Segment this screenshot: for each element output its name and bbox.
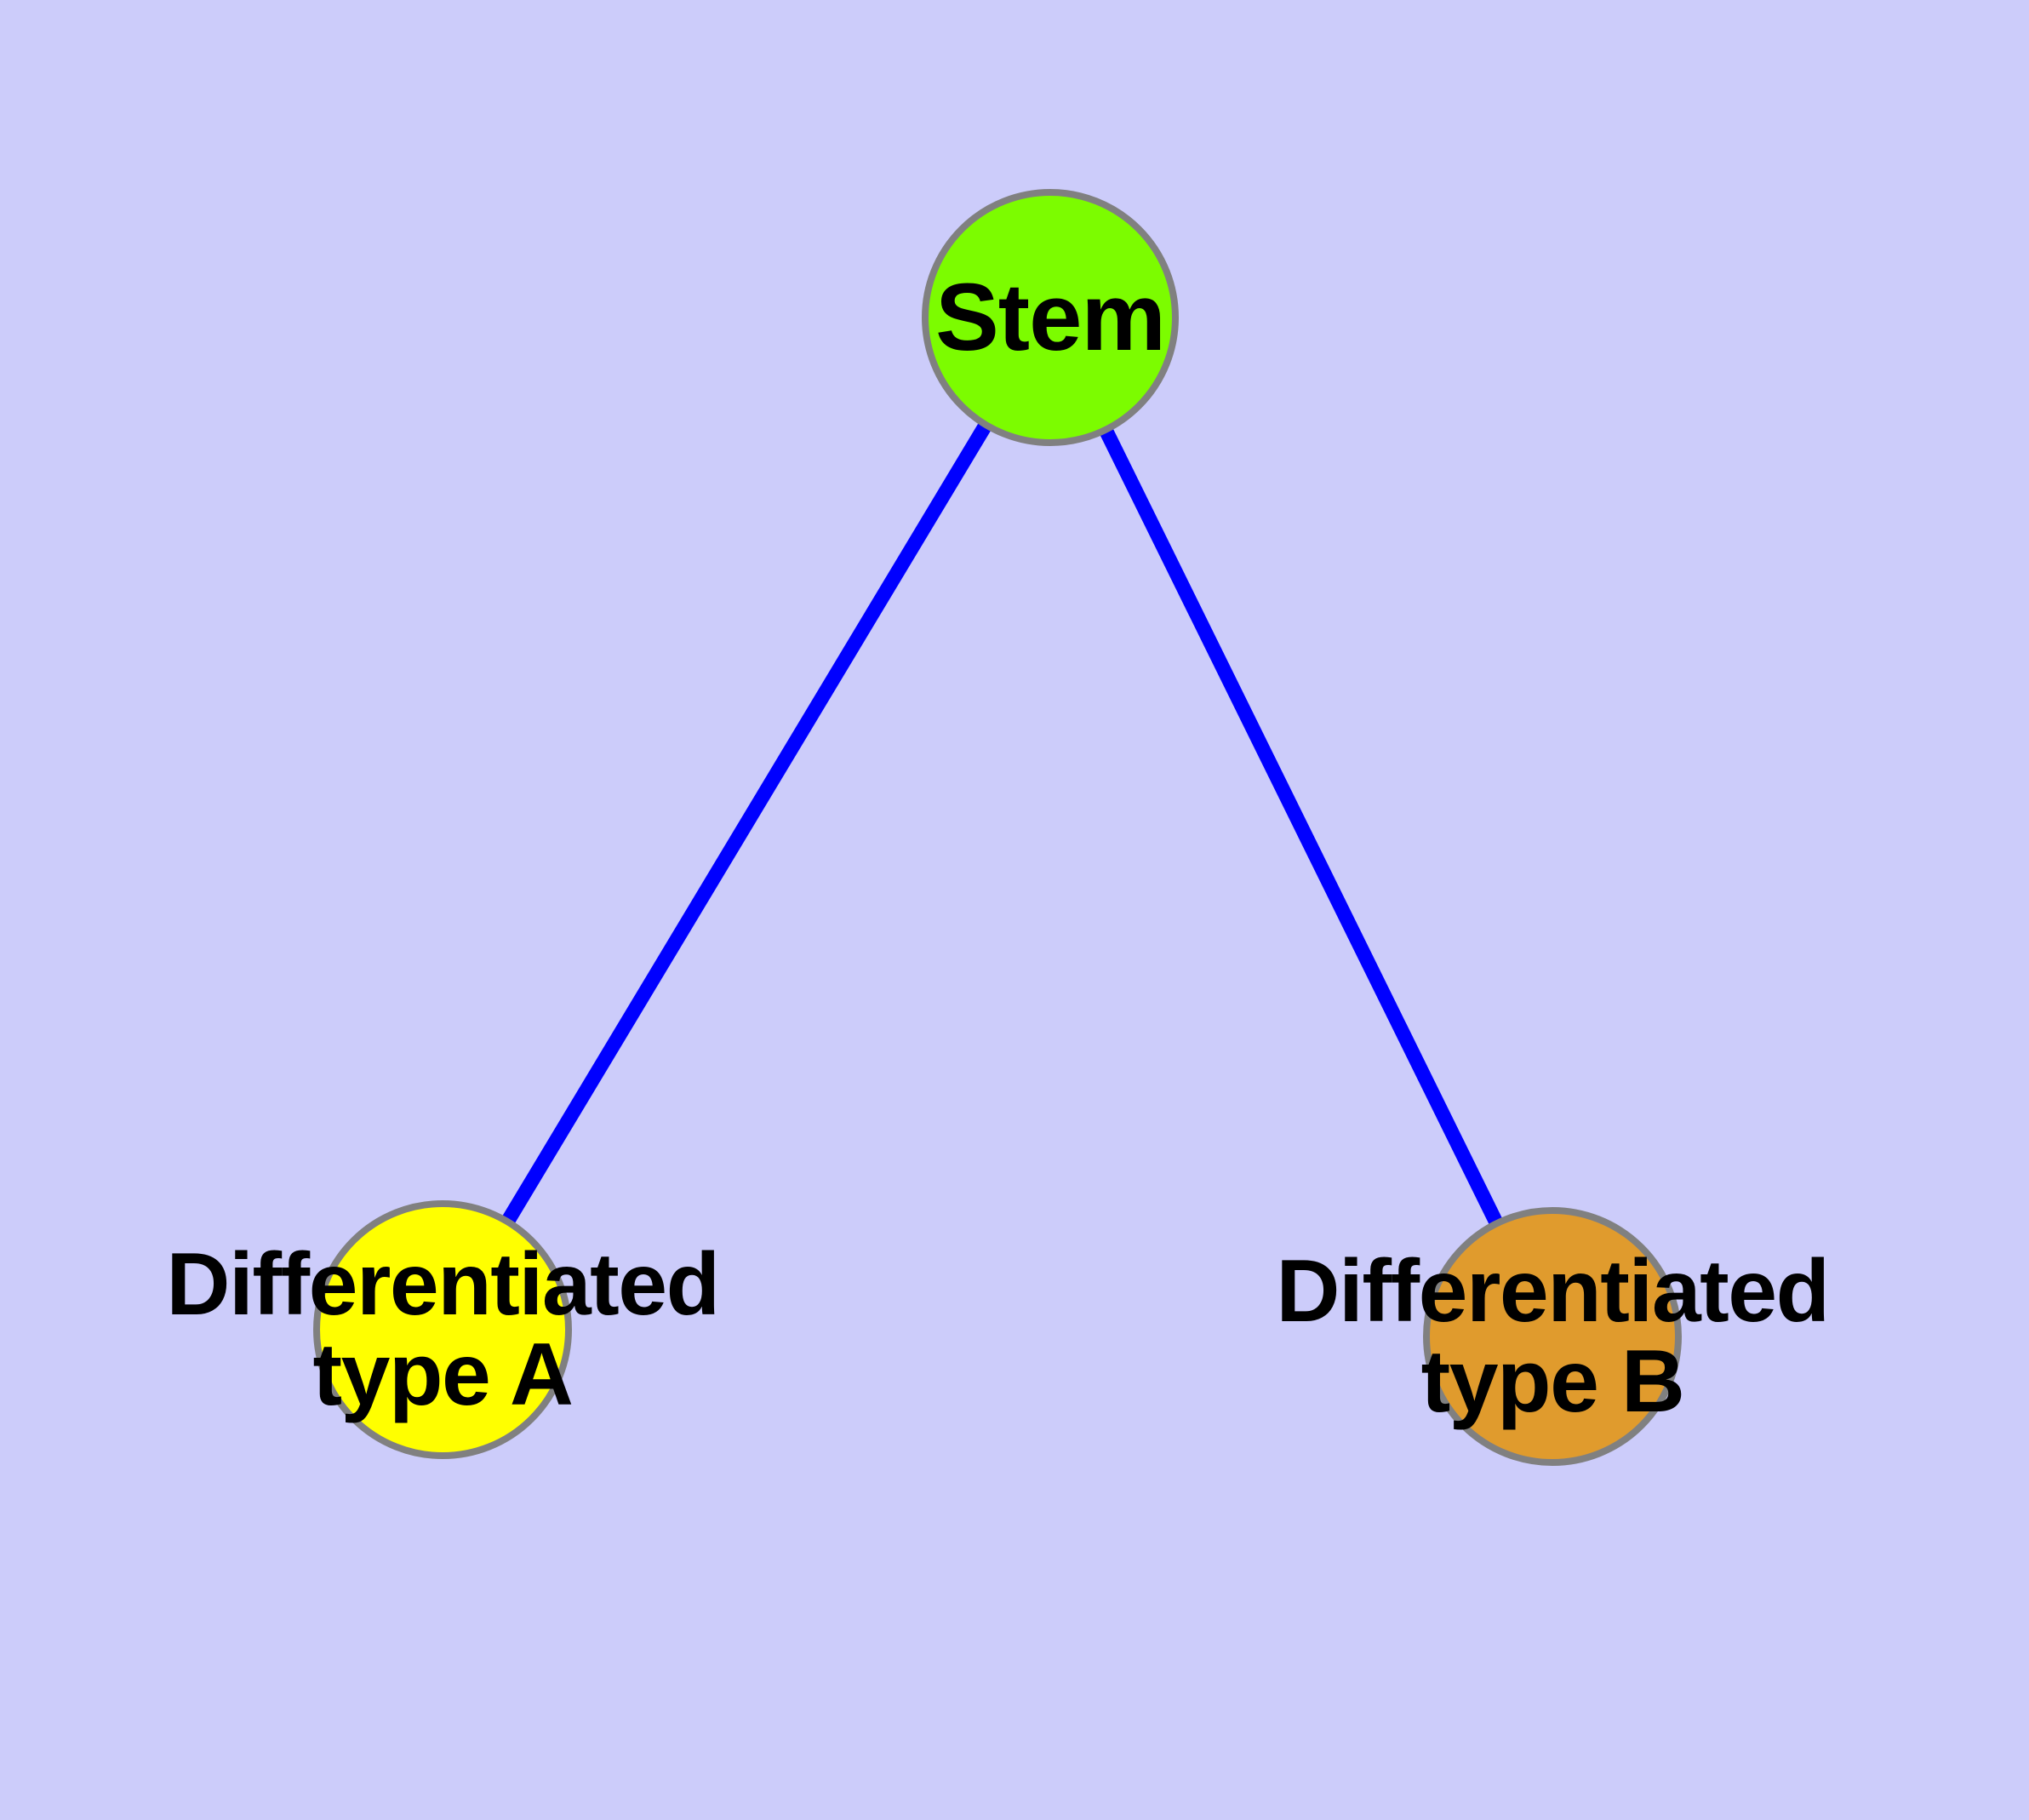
edge-stem-to-diff-a [436,313,1057,1334]
node-diff-a-circle[interactable] [313,1200,572,1459]
edge-layer [436,313,1559,1340]
node-layer [313,189,1682,1466]
edge-stem-to-diff-b [1043,314,1559,1340]
node-stem-circle[interactable] [922,189,1179,446]
node-diff-b-circle[interactable] [1423,1207,1682,1466]
